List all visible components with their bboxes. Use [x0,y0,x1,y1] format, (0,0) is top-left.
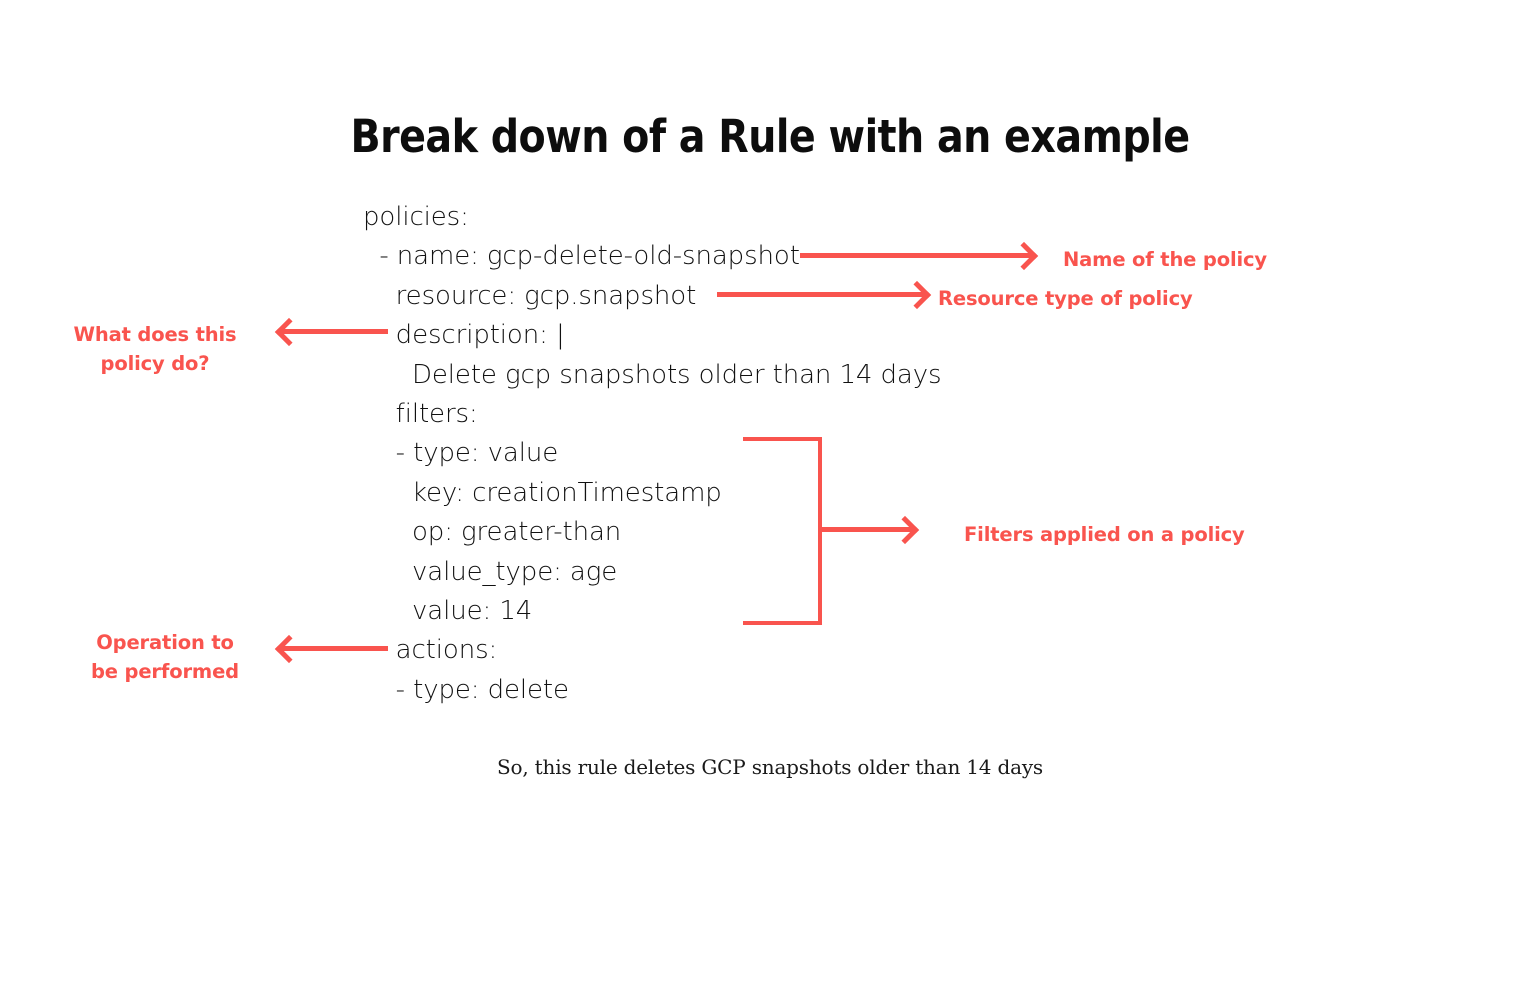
arrow-resource-type [717,292,925,297]
yaml-line-policies: policies: [363,202,469,232]
annotation-operation-to-be-performed: Operation to be performed [91,631,239,683]
summary-caption: So, this rule deletes GCP snapshots olde… [497,755,1043,779]
yaml-line-filter-type: - type: value [363,438,559,469]
yaml-line-filters: filters: [363,399,478,430]
yaml-line-description: description: | [363,320,565,351]
annotation-resource-type-of-policy: Resource type of policy [938,287,1193,310]
yaml-code-block: policies: - name: gcp-delete-old-snapsho… [363,198,1003,710]
arrow-operation-to-be-performed [281,646,388,651]
yaml-line-filter-valuetype: value_type: age [363,556,618,587]
yaml-line-resource: resource: gcp.snapshot [363,280,697,311]
filters-bracket [743,437,822,625]
arrow-filters-applied [821,527,913,532]
bracket-top-stub [743,437,822,441]
bracket-vertical-bar [818,437,822,625]
yaml-line-name: - name: gcp-delete-old-snapshot [363,241,800,272]
yaml-line-filter-value: value: 14 [363,596,533,627]
yaml-line-actions: actions: [363,635,498,666]
annotation-what-does-this-policy-do: What does this policy do? [73,323,237,375]
page-title: Break down of a Rule with an example [350,110,1190,164]
yaml-line-action-type: - type: delete [363,674,569,705]
arrow-what-does-policy-do [281,329,388,334]
yaml-line-filter-op: op: greater-than [363,517,622,548]
annotation-filters-applied-on-a-policy: Filters applied on a policy [964,523,1245,546]
annotation-name-of-the-policy: Name of the policy [1063,248,1267,271]
yaml-line-description-text: Delete gcp snapshots older than 14 days [363,359,942,390]
yaml-line-filter-key: key: creationTimestamp [363,477,722,508]
bracket-bottom-stub [743,621,822,625]
arrow-name-of-policy [800,253,1032,258]
